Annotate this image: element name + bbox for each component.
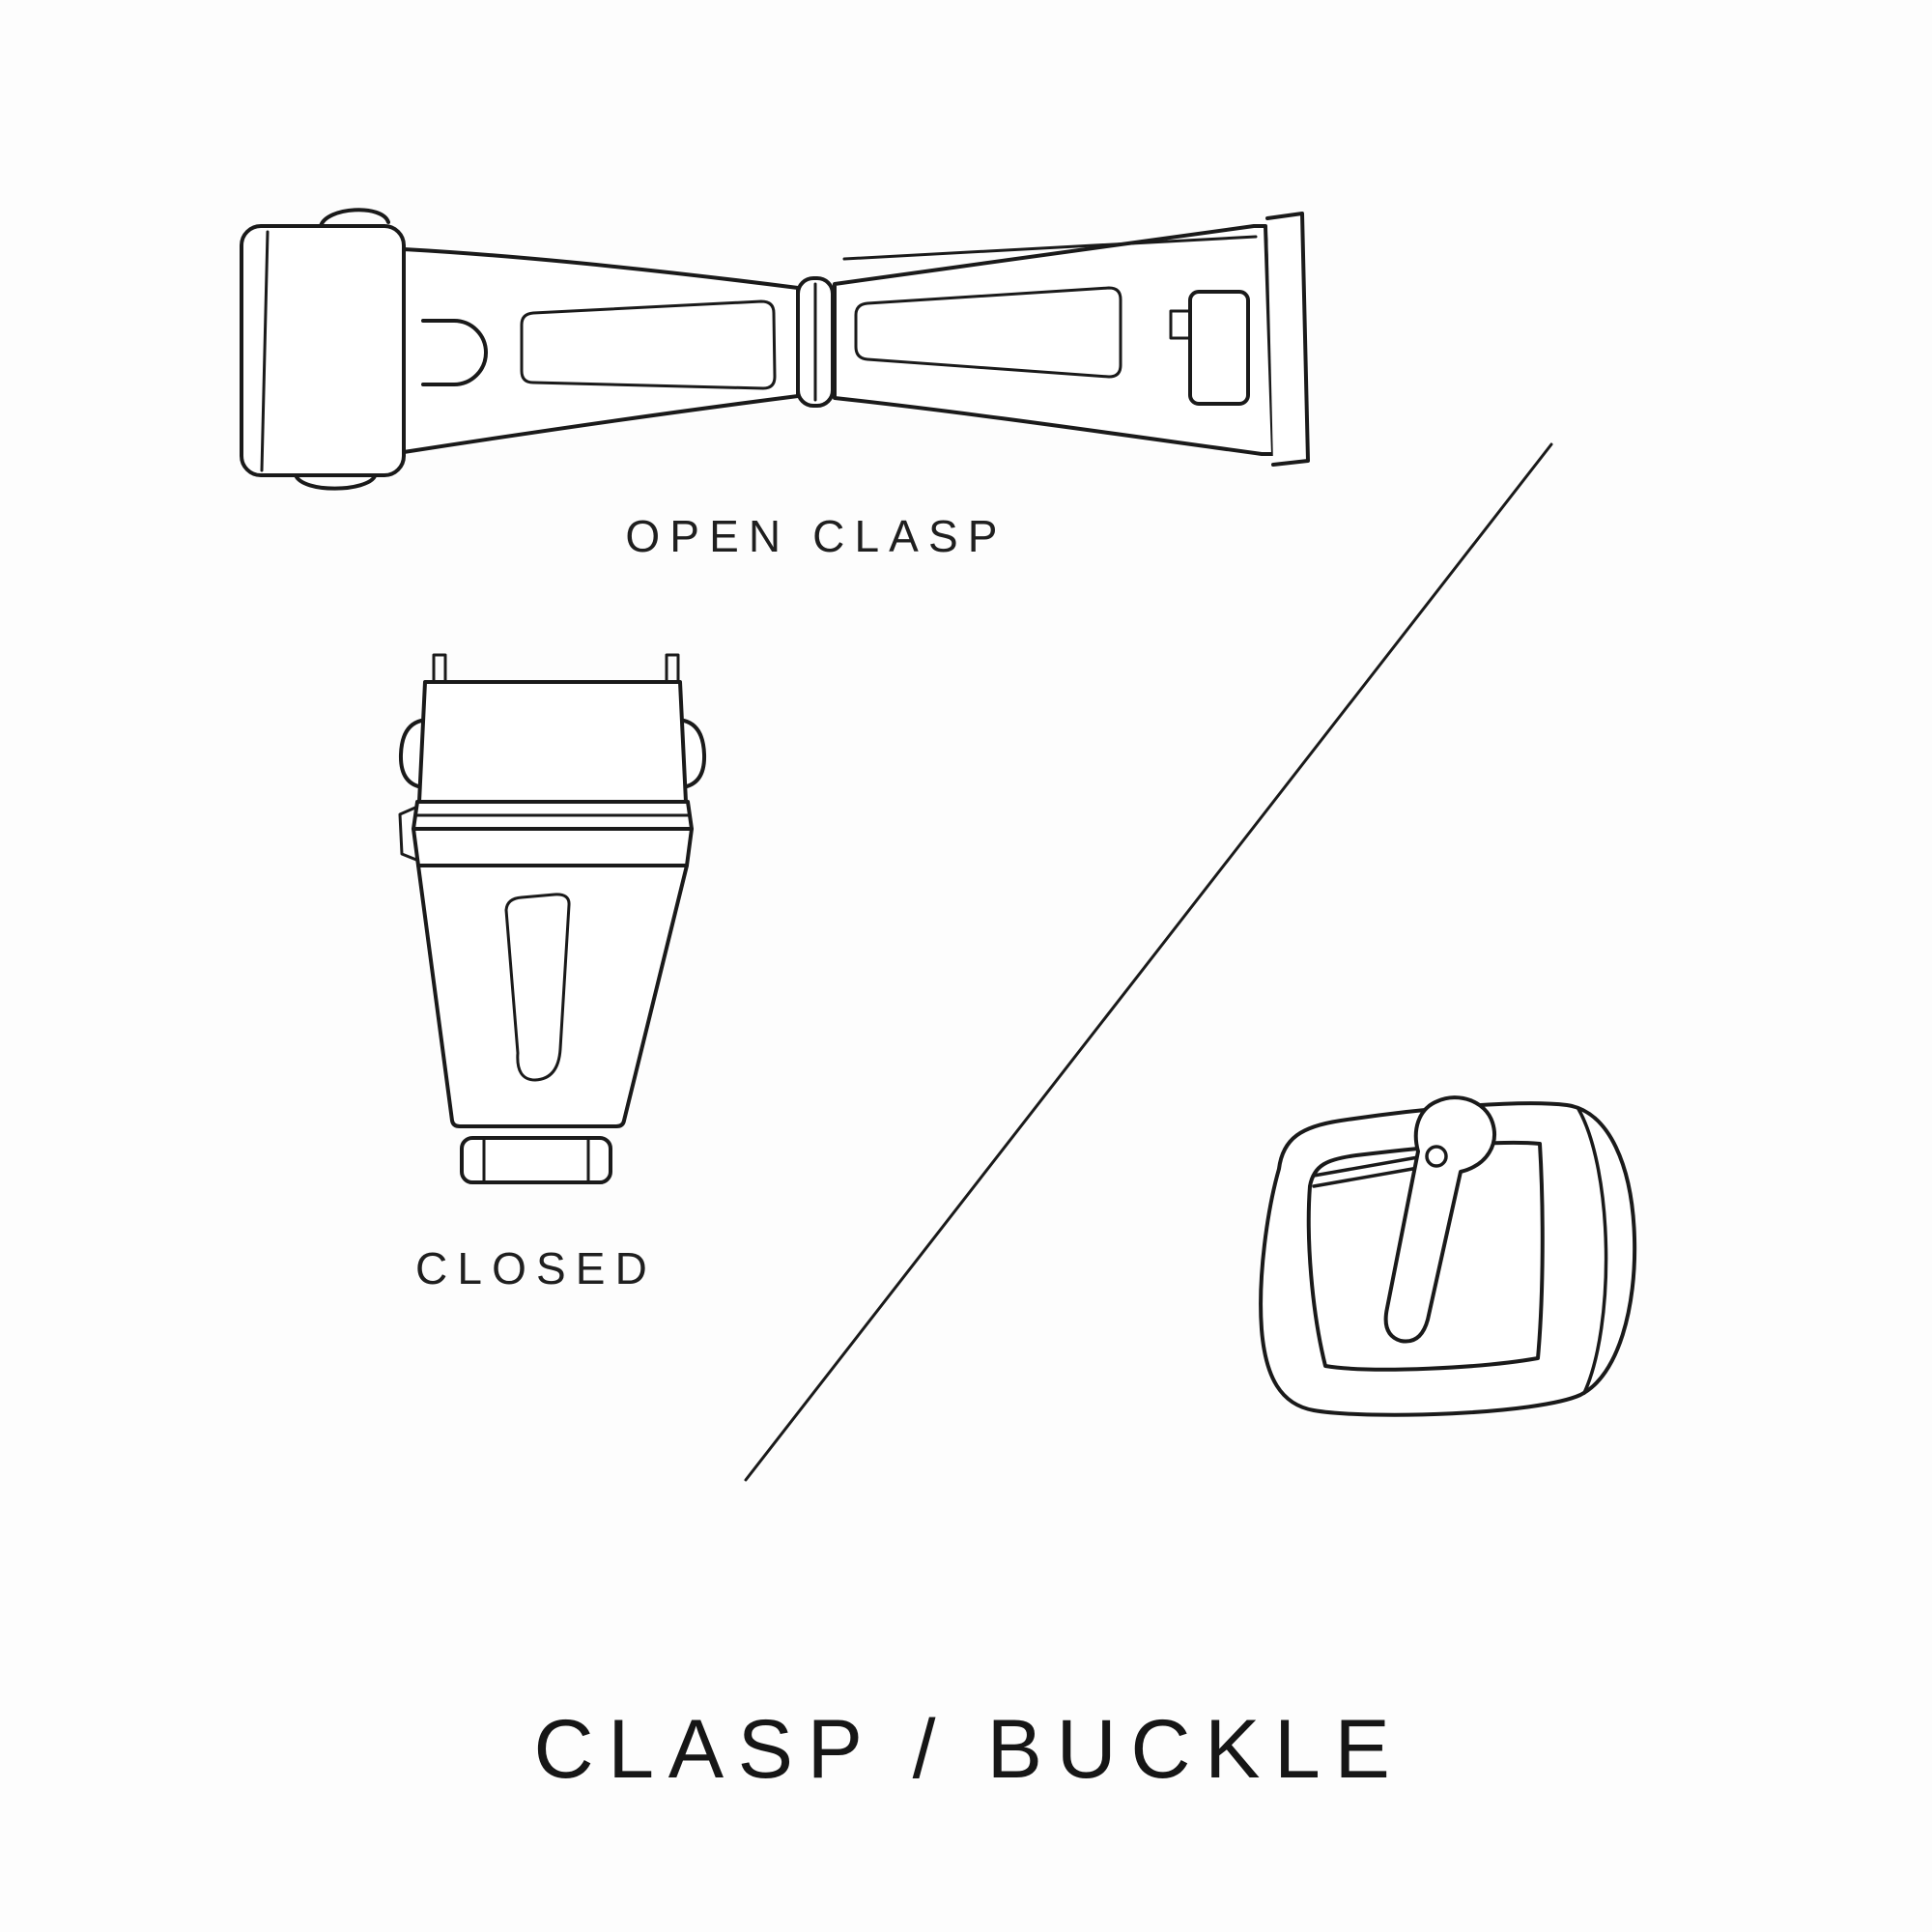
closed-clasp-illustration [398, 653, 707, 1184]
page-title: CLASP / BUCKLE [533, 1703, 1405, 1796]
closed-clasp-label: CLOSED [415, 1243, 657, 1293]
tang-buckle-illustration [1259, 1095, 1637, 1417]
open-clasp-label: OPEN CLASP [625, 511, 1008, 561]
diagonal-divider [744, 442, 1553, 1482]
open-clasp-illustration [240, 208, 1310, 491]
